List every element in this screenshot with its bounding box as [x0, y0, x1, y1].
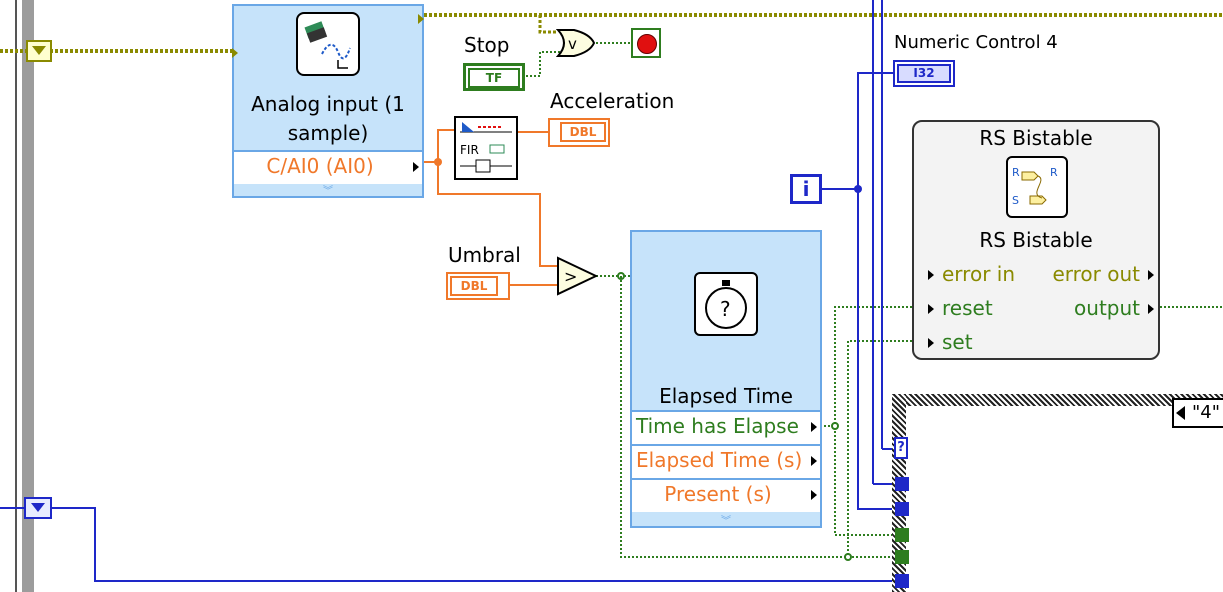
daq-assistant-icon	[296, 12, 360, 76]
fir-filter-vi[interactable]: FIR	[454, 116, 518, 180]
output-terminal-icon[interactable]	[413, 162, 419, 172]
stopwatch-icon: ?	[694, 272, 758, 336]
output-terminal-icon[interactable]	[418, 14, 424, 24]
tunnel-integer-1[interactable]	[895, 477, 909, 491]
expand-icon[interactable]: ︾	[721, 516, 731, 527]
numeric-control-4[interactable]: I32	[893, 60, 955, 87]
input-terminal-icon[interactable]	[928, 304, 934, 314]
numeric-control-label: Numeric Control 4	[894, 32, 1058, 53]
stop-indicator[interactable]	[631, 28, 661, 58]
shift-register-error[interactable]	[24, 497, 52, 519]
umbral-label: Umbral	[448, 243, 521, 267]
double-type: DBL	[560, 122, 606, 142]
case-prev-arrow-icon[interactable]	[1176, 406, 1185, 420]
elapsed-time-output-label: Elapsed Time (s)	[636, 448, 803, 472]
unknown-type-label: ?	[897, 440, 905, 455]
elapsed-time-row[interactable]: Elapsed Time (s)	[632, 444, 820, 478]
svg-text:S: S	[1012, 194, 1019, 207]
rs-bistable-block[interactable]: RS Bistable R S R RS Bistable error in e…	[912, 120, 1160, 360]
boolean-type: TF	[468, 68, 520, 88]
acceleration-indicator[interactable]: DBL	[548, 118, 610, 147]
rs-bistable-title: RS Bistable	[979, 126, 1093, 150]
input-terminal-icon[interactable]	[232, 48, 238, 58]
loop-border-left	[22, 0, 34, 592]
iteration-label: i	[802, 177, 810, 201]
time-has-elapsed-label: Time has Elapse	[636, 414, 799, 438]
svg-text:?: ?	[720, 297, 731, 321]
elapsed-time-title: Elapsed Time	[659, 384, 793, 408]
stop-control[interactable]: TF	[463, 63, 525, 91]
output-terminal-icon[interactable]	[811, 490, 817, 500]
input-terminal-icon[interactable]	[928, 338, 934, 348]
time-elapsed-row[interactable]: Time has Elapse	[632, 410, 820, 444]
output-terminal-icon[interactable]	[1148, 304, 1154, 314]
iteration-terminal[interactable]: i	[790, 174, 822, 204]
stop-label: Stop	[464, 33, 510, 57]
reset-label[interactable]: reset	[942, 296, 993, 320]
tunnel-integer-3[interactable]	[895, 574, 909, 588]
double-type: DBL	[450, 276, 498, 296]
svg-text:>: >	[564, 267, 577, 286]
present-output-label: Present (s)	[664, 482, 772, 506]
present-row[interactable]: Present (s)	[632, 478, 820, 512]
rs-bistable-subtitle: RS Bistable	[979, 228, 1093, 252]
unknown-tunnel[interactable]: ?	[894, 437, 908, 459]
expand-icon[interactable]: ︾	[323, 186, 333, 197]
input-terminal-icon[interactable]	[928, 270, 934, 280]
svg-text:FIR: FIR	[460, 143, 479, 157]
or-gate-icon[interactable]: v	[556, 28, 596, 58]
rs-bistable-icon: R S R	[1006, 156, 1068, 218]
analog-input-channel: C/AI0 (AI0)	[266, 154, 374, 178]
tunnel-boolean-2[interactable]	[895, 550, 909, 564]
svg-text:R: R	[1050, 166, 1058, 179]
chevron-down-icon	[32, 46, 46, 55]
umbral-control[interactable]: DBL	[446, 272, 510, 300]
case-selector[interactable]: "4"	[1172, 398, 1223, 428]
svg-text:v: v	[568, 35, 577, 53]
analog-input-title: Analog input (1 sample)	[251, 92, 405, 145]
error-out-label[interactable]: error out	[1052, 262, 1140, 286]
analog-input-channel-row[interactable]: C/AI0 (AI0)	[234, 150, 422, 184]
elapsed-time-express-vi[interactable]: ? Elapsed Time Time has Elapse Elapsed T…	[630, 230, 822, 528]
tunnel-integer-2[interactable]	[895, 502, 909, 516]
acceleration-label: Acceleration	[550, 89, 675, 113]
svg-text:R: R	[1012, 166, 1020, 179]
output-terminal-icon[interactable]	[1148, 270, 1154, 280]
set-label[interactable]: set	[942, 330, 973, 354]
case-border-pattern	[892, 394, 1223, 406]
output-terminal-icon[interactable]	[811, 456, 817, 466]
error-in-label[interactable]: error in	[942, 262, 1016, 286]
integer-type: I32	[897, 64, 951, 83]
greater-than-icon[interactable]: >	[556, 256, 598, 296]
analog-input-express-vi[interactable]: Analog input (1 sample) C/AI0 (AI0) ︾	[232, 4, 424, 198]
shift-register-dynamic[interactable]	[26, 40, 52, 62]
output-terminal-icon[interactable]	[811, 422, 817, 432]
tunnel-boolean-1[interactable]	[895, 528, 909, 542]
output-label[interactable]: output	[1074, 296, 1140, 320]
chevron-down-icon	[31, 503, 45, 512]
case-selector-value: "4"	[1192, 402, 1221, 423]
stop-light-icon	[637, 34, 657, 54]
